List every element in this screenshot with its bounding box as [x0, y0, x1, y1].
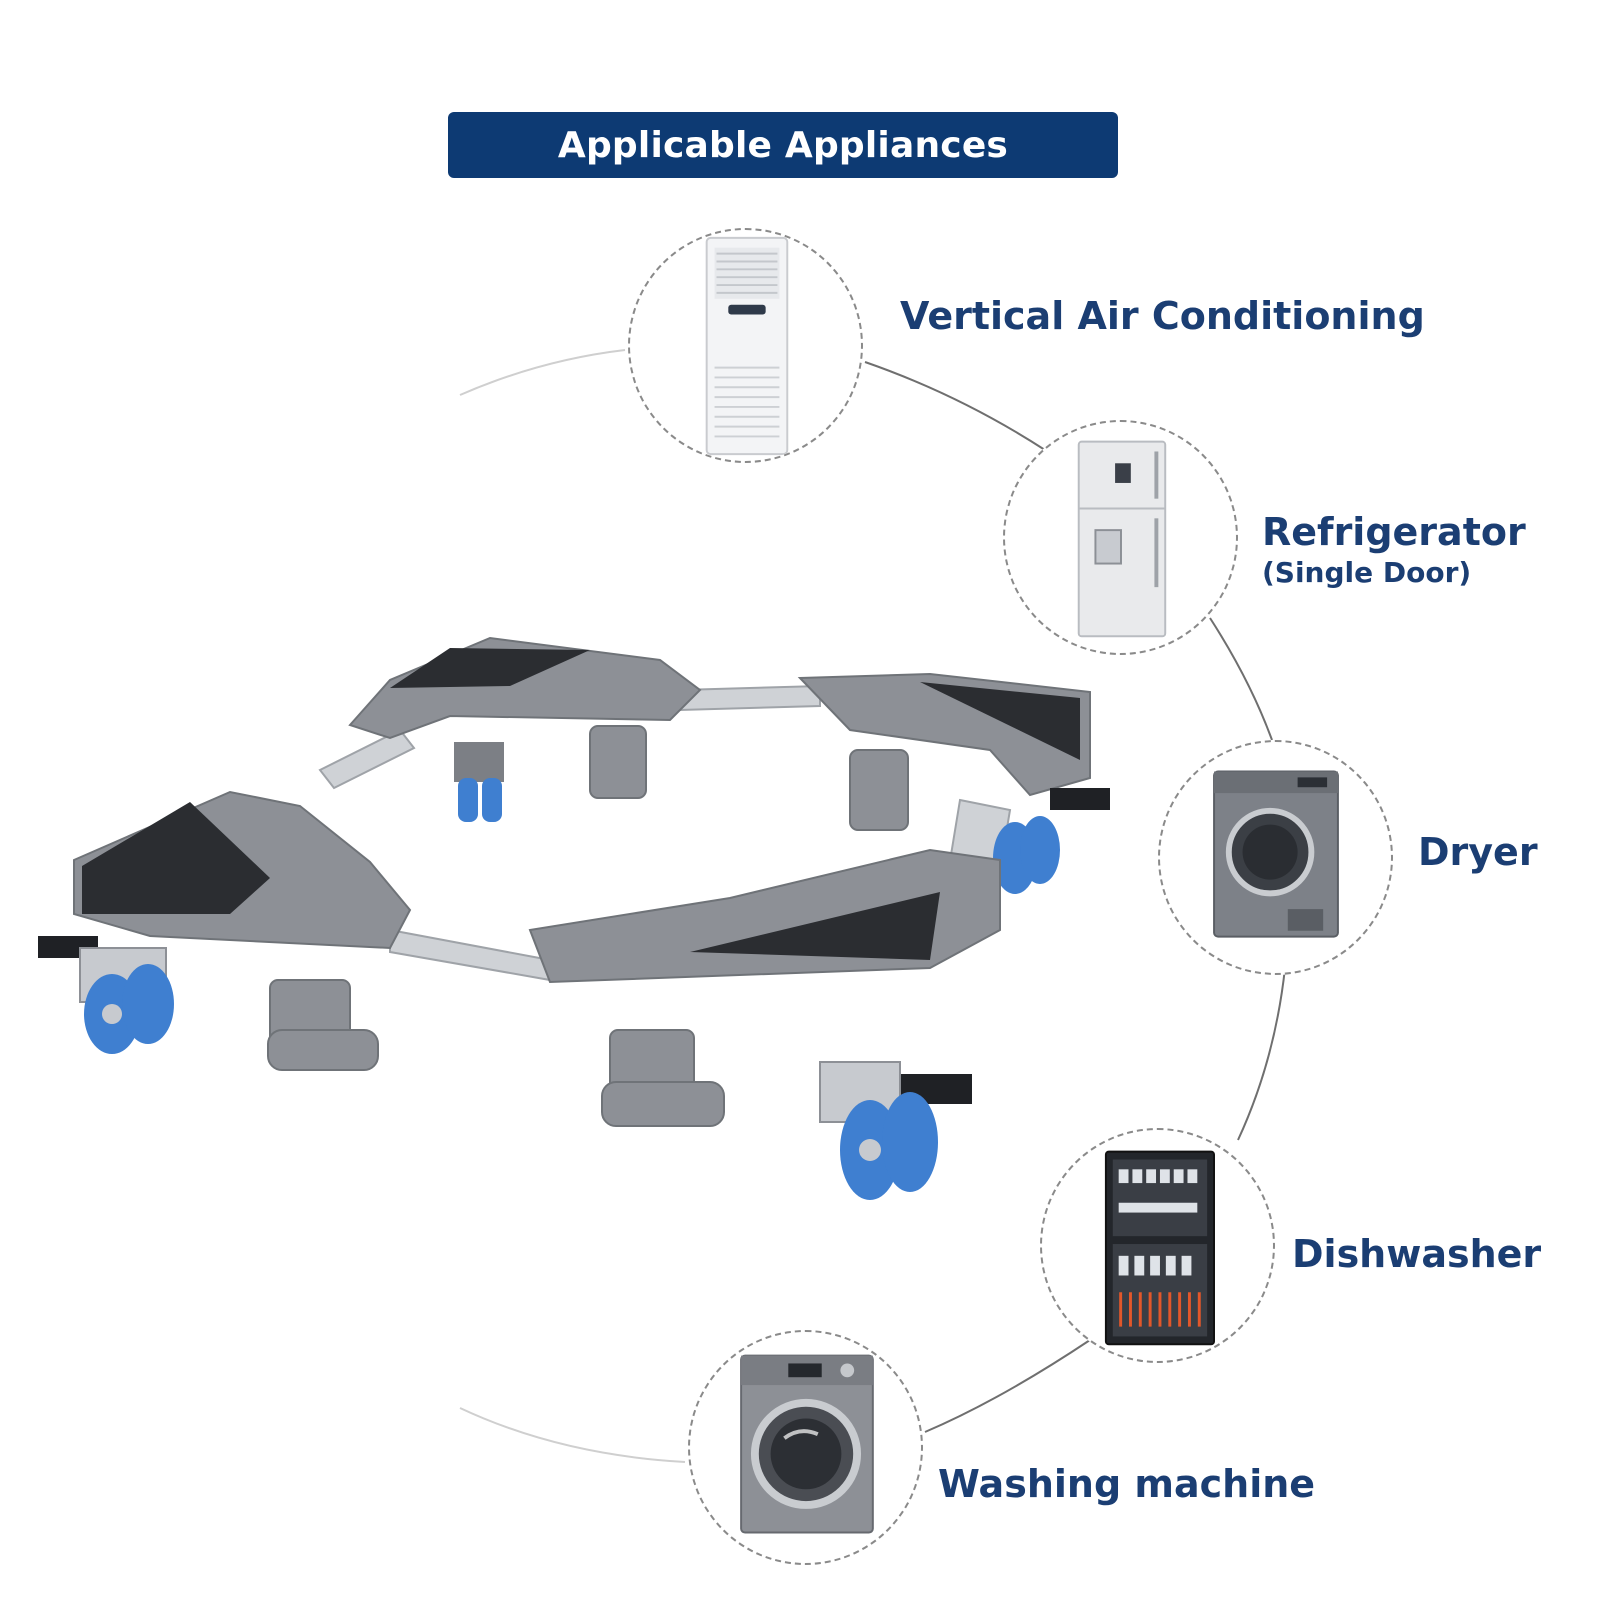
front-right-caster-wheel — [819, 1061, 972, 1200]
washing-machine-circle — [688, 1330, 923, 1565]
appliance-label-dryer: Dryer — [1418, 830, 1538, 874]
appliance-label-dishwasher: Dishwasher — [1292, 1232, 1542, 1276]
air-conditioner-circle — [628, 228, 863, 463]
washing-machine-icon — [740, 1354, 874, 1534]
appliance-label-air-conditioning: Vertical Air Conditioning — [900, 294, 1425, 338]
front-left-caster-wheel — [38, 936, 174, 1054]
appliance-label-washing-machine: Washing machine — [938, 1462, 1316, 1506]
right-caster-wheel — [993, 788, 1110, 894]
refrigerator-circle — [1003, 420, 1238, 655]
appliance-sublabel-refrigerator: (Single Door) — [1262, 556, 1472, 589]
back-caster-wheel — [454, 742, 504, 822]
appliance-base-stand-image — [38, 636, 1110, 1200]
applicable-appliances-banner: Applicable Appliances — [448, 112, 1118, 178]
refrigerator-icon — [1077, 440, 1167, 638]
air-conditioner-icon — [705, 236, 789, 456]
dryer-circle — [1158, 740, 1393, 975]
banner-title: Applicable Appliances — [557, 124, 1009, 166]
dishwasher-circle — [1040, 1128, 1275, 1363]
dishwasher-icon — [1104, 1150, 1216, 1346]
dryer-icon — [1213, 770, 1339, 938]
appliance-label-refrigerator: Refrigerator — [1262, 510, 1526, 554]
